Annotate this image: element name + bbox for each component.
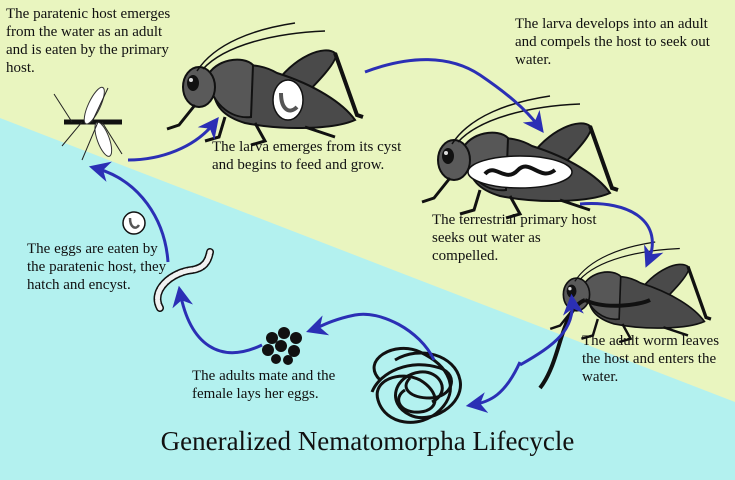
worm-icon [370,346,462,424]
caption-adults-mate: The adults mate and the female lays her … [192,368,336,402]
water-region [0,118,735,480]
cyst-icon [122,211,146,235]
cricket-icon [420,94,620,220]
cyst-icon [272,79,304,121]
mosquito-icon [53,86,123,161]
diagram-title: Generalized Nematomorpha Lifecycle [160,426,575,456]
cricket-icon [165,21,365,147]
caption-eggs-eaten: The eggs are eaten by the paratenic host… [27,241,167,293]
caption-host-seeks-water: The terrestrial primary host seeks out w… [432,212,597,264]
caption-larva-emerges: The larva emerges from its cyst and begi… [212,139,402,173]
caption-larva-develops: The larva develops into an adult and com… [515,16,710,68]
caption-adult-leaves: The adult worm leaves the host and enter… [582,333,720,385]
worm-icon [483,164,557,177]
egg-cluster-icon [262,327,302,365]
caption-paratenic-emerges: The paratenic host emerges from the wate… [6,6,171,76]
cycle-arrows [88,58,664,413]
